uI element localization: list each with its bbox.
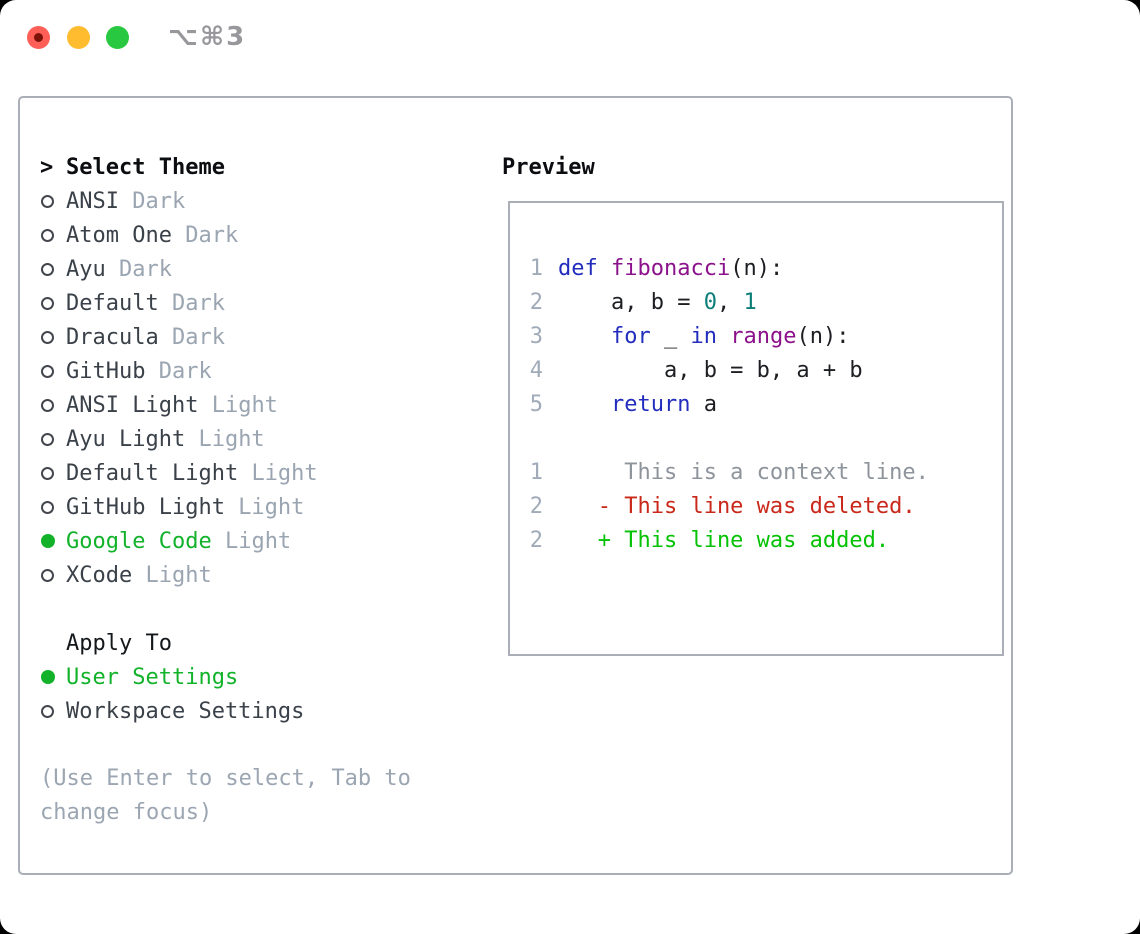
theme-option[interactable]: Ayu Dark — [40, 252, 480, 286]
radio-icon — [41, 704, 54, 718]
theme-list: ANSI Dark Atom One Dark Ayu Dark Default… — [40, 184, 480, 592]
apply-to-title: Apply To — [66, 630, 172, 656]
diff-preview: 1 This is a context line. 2 - This line … — [528, 455, 1002, 557]
diff-line: 1 This is a context line. — [529, 459, 929, 485]
radio-icon — [41, 364, 54, 378]
theme-option[interactable]: Ayu Light Light — [40, 422, 480, 456]
radio-icon — [41, 228, 54, 242]
line-number: 2 — [529, 493, 543, 519]
theme-option[interactable]: Default Dark — [40, 286, 480, 320]
code-preview: 1 def fibonacci(n): 2 a, b = 0, 1 3 for … — [528, 251, 1002, 421]
theme-option[interactable]: Dracula Dark — [40, 320, 480, 354]
theme-option[interactable]: XCode Light — [40, 558, 480, 592]
line-number: 1 — [529, 459, 543, 485]
line-number: 2 — [529, 527, 543, 553]
radio-icon — [41, 330, 54, 344]
radio-icon — [41, 398, 54, 412]
titlebar: ⌥⌘3 — [0, 0, 1140, 70]
preview-title: Preview — [502, 154, 595, 180]
theme-selector-panel: > Select Theme ANSI Dark Atom One Dark A… — [18, 96, 1013, 875]
spacer — [528, 421, 1002, 455]
radio-icon — [41, 534, 55, 548]
theme-option[interactable]: Atom One Dark — [40, 218, 480, 252]
spacer — [40, 592, 480, 626]
apply-option[interactable]: Workspace Settings — [40, 694, 480, 728]
code-line: 3 for _ in range(n): — [529, 323, 850, 349]
focus-chevron-icon: > — [40, 154, 54, 180]
radio-icon — [41, 568, 54, 582]
select-theme-header[interactable]: > Select Theme — [40, 150, 480, 184]
theme-option[interactable]: GitHub Dark — [40, 354, 480, 388]
preview-box: 1 def fibonacci(n): 2 a, b = 0, 1 3 for … — [508, 201, 1004, 656]
radio-icon — [41, 194, 54, 208]
close-button[interactable] — [27, 26, 50, 49]
code-line: 1 def fibonacci(n): — [529, 255, 784, 281]
diff-line: 2 - This line was deleted. — [529, 493, 916, 519]
code-line: 4 a, b = b, a + b — [529, 357, 863, 383]
line-number: 1 — [529, 255, 543, 281]
keyboard-hint: (Use Enter to select, Tab to change focu… — [40, 766, 411, 825]
close-dot-icon — [34, 33, 43, 42]
spacer — [40, 728, 480, 762]
theme-option[interactable]: ANSI Light Light — [40, 388, 480, 422]
theme-option[interactable]: Google Code Light — [40, 524, 480, 558]
line-number: 5 — [529, 391, 543, 417]
line-number: 4 — [529, 357, 543, 383]
apply-option[interactable]: User Settings — [40, 660, 480, 694]
code-line: 5 return a — [529, 391, 717, 417]
radio-icon — [41, 670, 55, 684]
apply-to-list: User Settings Workspace Settings — [40, 660, 480, 728]
radio-icon — [41, 296, 54, 310]
code-line: 2 a, b = 0, 1 — [529, 289, 757, 315]
radio-icon — [41, 500, 54, 514]
line-number: 3 — [529, 323, 543, 349]
radio-icon — [41, 432, 54, 446]
line-number: 2 — [529, 289, 543, 315]
window-shortcut-label: ⌥⌘3 — [168, 22, 247, 52]
maximize-button[interactable] — [106, 26, 129, 49]
theme-option[interactable]: GitHub Light Light — [40, 490, 480, 524]
radio-icon — [41, 262, 54, 276]
theme-list-column: > Select Theme ANSI Dark Atom One Dark A… — [40, 150, 480, 830]
radio-icon — [41, 466, 54, 480]
theme-option[interactable]: ANSI Dark — [40, 184, 480, 218]
diff-line: 2 + This line was added. — [529, 527, 890, 553]
minimize-button[interactable] — [67, 26, 90, 49]
select-theme-title: Select Theme — [66, 154, 225, 180]
theme-option[interactable]: Default Light Light — [40, 456, 480, 490]
